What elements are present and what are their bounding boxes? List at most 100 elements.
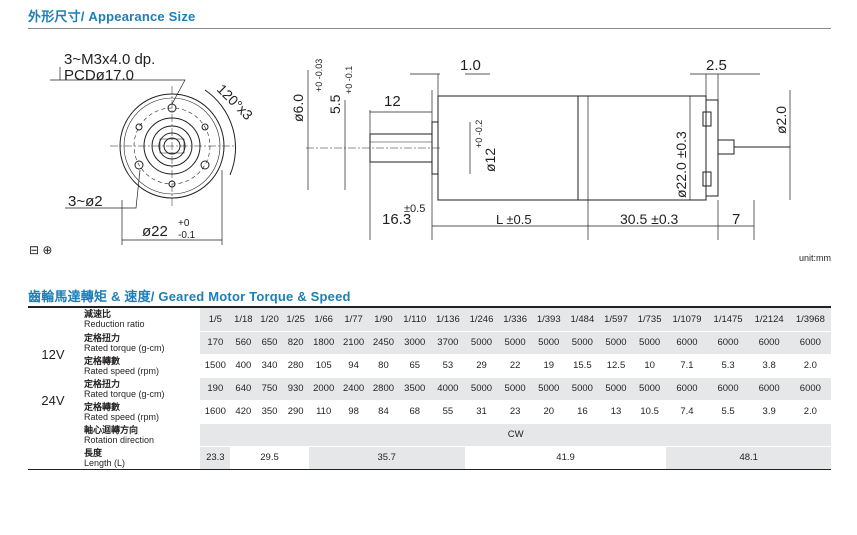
- ratio-cell: 1/336: [498, 308, 532, 332]
- torque-cell: 6000: [707, 376, 749, 401]
- length-cell: 35.7: [308, 445, 465, 470]
- speed-cell: 12.5: [599, 354, 633, 378]
- ratio-cell: 1/1475: [707, 308, 749, 332]
- boss-tol: +0 -0.2: [474, 120, 484, 148]
- row-label-zh: 定格轉數: [84, 401, 121, 412]
- unit-label: unit:mm: [798, 253, 831, 263]
- torque-cell: 3500: [398, 376, 432, 401]
- torque-cell: 6000: [748, 330, 790, 355]
- pin-dia-dim: ø2.0: [773, 106, 789, 134]
- torque-cell: 6000: [666, 330, 708, 355]
- speed-cell: 350: [256, 400, 283, 424]
- speed-cell: 280: [282, 354, 309, 378]
- row-label-zh: 長度: [84, 447, 103, 458]
- speed-cell: 7.4: [666, 400, 708, 424]
- shaft-len-dim: 12: [384, 93, 401, 110]
- speed-cell: 2.0: [789, 354, 831, 378]
- hole-note-1: 3~M3x4.0 dp.: [64, 51, 155, 68]
- row-label-en: Reduction ratio: [84, 319, 145, 330]
- ratio-cell: 1/20: [256, 308, 283, 332]
- ratio-cell: 1/5: [200, 308, 231, 332]
- speed-cell: 22: [498, 354, 532, 378]
- torque-cell: 6000: [789, 376, 831, 401]
- torque-cell: 930: [282, 376, 309, 401]
- len-16-tol: ±0.5: [404, 203, 425, 215]
- speed-cell: 19: [531, 354, 566, 378]
- angle-note: 120°x3: [214, 81, 256, 123]
- shaft-tol: +0 -0.03: [314, 59, 324, 92]
- row-label-zh: 減速比: [84, 309, 112, 320]
- torque-cell: 5000: [464, 376, 499, 401]
- length-cell: 48.1: [666, 445, 831, 470]
- torque-cell: 6000: [707, 330, 749, 355]
- flat-tol: +0 -0.1: [344, 66, 354, 94]
- body-dia-dim: ø22.0 ±0.3: [673, 131, 689, 198]
- torque-cell: 650: [256, 330, 283, 355]
- speed-cell: 15.5: [565, 354, 600, 378]
- torque-cell: 5000: [498, 330, 532, 355]
- torque-cell: 3000: [398, 330, 432, 355]
- row-label-en: Rated torque (g-cm): [84, 342, 165, 353]
- speed-cell: 20: [531, 400, 566, 424]
- torque-cell: 6000: [789, 330, 831, 355]
- torque-cell: 5000: [531, 330, 566, 355]
- torque-cell: 4000: [431, 376, 465, 401]
- length-cell: 41.9: [464, 445, 667, 470]
- speed-cell: 94: [338, 354, 369, 378]
- torque-cell: 6000: [748, 376, 790, 401]
- ratio-cell: 1/77: [338, 308, 369, 332]
- rotation-value: CW: [200, 422, 831, 447]
- speed-cell: 68: [398, 400, 432, 424]
- torque-cell: 170: [200, 330, 231, 355]
- length-cell: 23.3: [200, 445, 231, 470]
- ratio-cell: 1/393: [531, 308, 566, 332]
- ratio-cell: 1/1079: [666, 308, 708, 332]
- table-top-rule: [28, 306, 831, 308]
- row-label-en: Rated speed (rpm): [84, 365, 160, 376]
- length-cell: 29.5: [230, 445, 309, 470]
- speed-cell: 420: [230, 400, 257, 424]
- row-label-zh: 軸心迴轉方向: [84, 424, 139, 435]
- row-label-en: Rated torque (g-cm): [84, 388, 165, 399]
- ratio-cell: 1/246: [464, 308, 499, 332]
- dimension-drawing: 3~M3x4.0 dp. PCDø17.0 120°x3 3~ø2 ø22 +0…: [50, 51, 791, 245]
- torque-speed-title: 齒輪馬達轉矩 & 速度/ Geared Motor Torque & Speed: [28, 289, 351, 304]
- torque-cell: 5000: [599, 376, 633, 401]
- len-7-dim: 7: [732, 211, 740, 228]
- speed-cell: 3.9: [748, 400, 790, 424]
- flat-dim: 5.5: [327, 94, 343, 114]
- row-label-zh: 定格扭力: [84, 332, 121, 343]
- ratio-cell: 1/110: [398, 308, 432, 332]
- gearbox-body: [437, 95, 579, 201]
- torque-cell: 2450: [368, 330, 399, 355]
- speed-cell: 1500: [200, 354, 231, 378]
- torque-cell: 5000: [464, 330, 499, 355]
- speed-cell: 400: [230, 354, 257, 378]
- torque-cell: 2400: [338, 376, 369, 401]
- torque-cell: 820: [282, 330, 309, 355]
- torque-cell: 6000: [666, 376, 708, 401]
- speed-cell: 1600: [200, 400, 231, 424]
- speed-cell: 3.8: [748, 354, 790, 378]
- hole-note-2: PCDø17.0: [64, 67, 134, 84]
- speed-cell: 23: [498, 400, 532, 424]
- flange-tol-dn: -0.1: [178, 230, 196, 241]
- speed-cell: 2.0: [789, 400, 831, 424]
- torque-cell: 5000: [632, 376, 667, 401]
- voltage-label: 12V: [28, 330, 78, 378]
- row-label-zh: 定格轉數: [84, 355, 121, 366]
- speed-cell: 10: [632, 354, 667, 378]
- rear-dim: 2.5: [706, 57, 727, 74]
- speed-cell: 7.1: [666, 354, 708, 378]
- ratio-cell: 1/66: [308, 308, 339, 332]
- row-label-en: Length (L): [84, 457, 126, 468]
- row-label-en: Rotation direction: [84, 434, 155, 445]
